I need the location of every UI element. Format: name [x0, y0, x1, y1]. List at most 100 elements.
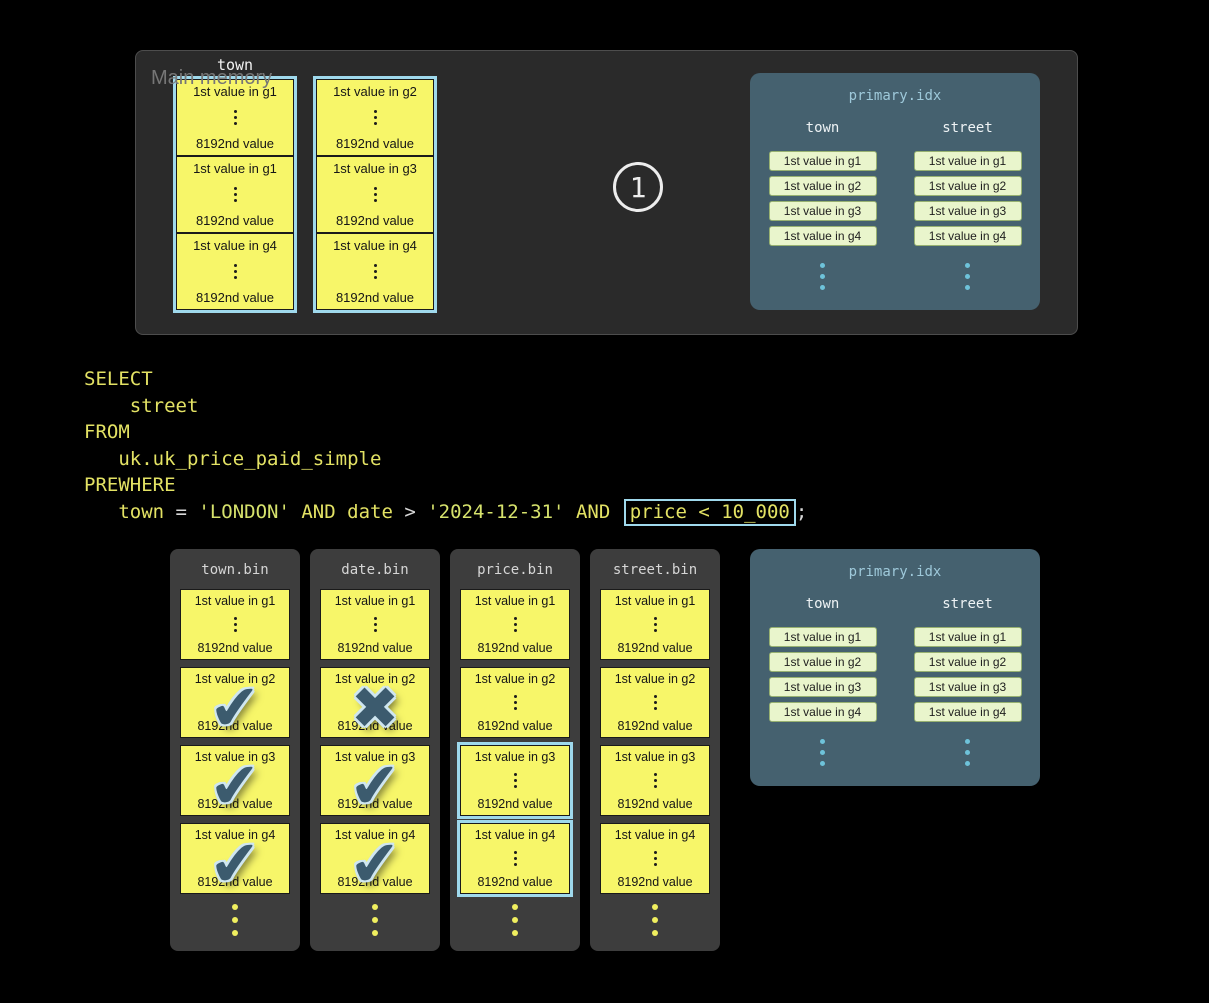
dot [965, 263, 970, 268]
idx-mark-entry: 1st value in g1 [768, 627, 877, 647]
idx-mark-entry: 1st value in g1 [913, 151, 1022, 171]
dot [512, 904, 518, 910]
granule-first-value: 1st value in g4 [614, 828, 696, 842]
prewhere-highlight-box: price < 10_000 [623, 498, 796, 526]
more-entries-dots [820, 739, 825, 766]
dot [965, 285, 970, 290]
dot [820, 285, 825, 290]
granule-last-value: 8192nd value [195, 290, 275, 305]
dot [820, 739, 825, 744]
sql-line: street [84, 393, 807, 420]
dot [653, 701, 657, 704]
idx-mark-entry: 1st value in g1 [913, 627, 1022, 647]
granule-ellipsis [653, 773, 657, 788]
dot [373, 863, 377, 866]
granule-last-value: 8192nd value [337, 875, 413, 889]
bin-file-title: price.bin [477, 562, 553, 578]
granule-first-value: 1st value in g2 [474, 672, 556, 686]
dot [233, 623, 237, 626]
dot [372, 917, 378, 923]
idx-mark-entry: 1st value in g4 [913, 702, 1022, 722]
dot [652, 917, 658, 923]
granule-last-value: 8192nd value [195, 136, 275, 151]
granule-ellipsis [373, 773, 377, 788]
granule-ellipsis [233, 264, 237, 279]
idx-mark-entry: 1st value in g2 [768, 652, 877, 672]
idx-mark-entry: 1st value in g2 [913, 176, 1022, 196]
granule-block: 1st value in g4 8192nd value [457, 820, 573, 897]
dot [820, 750, 825, 755]
primary-idx-title: primary.idx [848, 564, 942, 580]
dot [373, 110, 377, 113]
dot [820, 274, 825, 279]
more-entries-dots [965, 263, 970, 290]
granule-ellipsis [233, 851, 237, 866]
sql-segment: > [404, 500, 428, 523]
sql-segment: = [175, 500, 199, 523]
sql-segment: town [84, 500, 176, 523]
dot [233, 773, 237, 776]
granule-last-value: 8192nd value [617, 797, 693, 811]
dot [233, 707, 237, 710]
granule-first-value: 1st value in g4 [334, 828, 416, 842]
dot [373, 276, 377, 279]
dot [653, 857, 657, 860]
sql-line: uk.uk_price_paid_simple [84, 446, 807, 473]
dot [513, 623, 517, 626]
dot [513, 701, 517, 704]
granule-first-value: 1st value in g4 [333, 238, 417, 253]
dot [513, 857, 517, 860]
granule-ellipsis [653, 695, 657, 710]
dot [233, 116, 237, 119]
dot [653, 779, 657, 782]
sql-segment: AND [289, 500, 348, 523]
granule-first-value: 1st value in g4 [194, 828, 276, 842]
sql-segment: AND [564, 500, 622, 523]
granule-ellipsis [513, 773, 517, 788]
dot [652, 904, 658, 910]
sql-segment: street [84, 394, 199, 417]
granule-last-value: 8192nd value [335, 213, 415, 228]
granule-first-value: 1st value in g4 [474, 828, 556, 842]
granule-ellipsis [373, 187, 377, 202]
bin-file-title: date.bin [341, 562, 409, 578]
dot [373, 187, 377, 190]
dot [513, 863, 517, 866]
granule-last-value: 8192nd value [477, 875, 553, 889]
dot [372, 904, 378, 910]
dot [965, 750, 970, 755]
idx-mark-entry: 1st value in g3 [768, 677, 877, 697]
dot [233, 193, 237, 196]
more-granules-dots [372, 904, 378, 936]
dot [373, 617, 377, 620]
granule-first-value: 1st value in g1 [194, 594, 276, 608]
granule-first-value: 1st value in g3 [194, 750, 276, 764]
sql-segment: ; [795, 500, 808, 523]
dot [233, 617, 237, 620]
sql-segment: date [347, 500, 405, 523]
granule-last-value: 8192nd value [335, 136, 415, 151]
dot [373, 199, 377, 202]
dot [653, 623, 657, 626]
granule-ellipsis [233, 773, 237, 788]
dot [513, 617, 517, 620]
idx-mark-entry: 1st value in g2 [913, 652, 1022, 672]
granule-last-value: 8192nd value [197, 875, 273, 889]
idx-mark-entry: 1st value in g4 [768, 702, 877, 722]
